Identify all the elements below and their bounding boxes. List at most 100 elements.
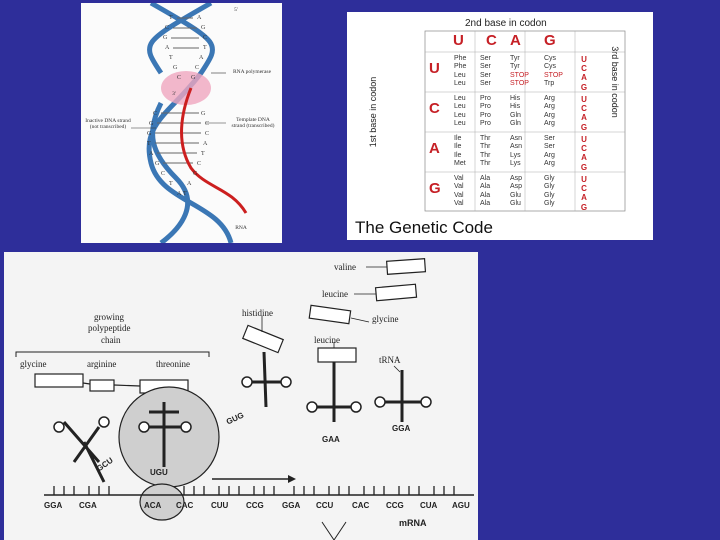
amino-acid: Ile [454, 135, 462, 142]
amino-acid: Cys [544, 55, 557, 62]
right-base: C [205, 131, 210, 137]
amino-acid: Asn [510, 143, 523, 151]
left-base: C [177, 75, 182, 81]
amino-acid: STOP [510, 71, 529, 79]
amino-acid: Ser [480, 55, 491, 62]
amino-acid: Val [454, 200, 464, 208]
amino-acid: STOP [544, 71, 563, 79]
mrna-codon: CUA [420, 501, 438, 510]
code-grid-lines [424, 30, 626, 212]
left-base: G [173, 65, 178, 71]
right-base: A [187, 181, 192, 187]
chain-label: chain [101, 335, 121, 345]
amino-acid: Arg [544, 120, 555, 128]
translation-figure: valine leucine histidine glycine leucine… [4, 252, 478, 540]
anticodon-gga: GGA [392, 424, 411, 433]
third-base: U [581, 135, 587, 144]
histidine-label: histidine [242, 308, 273, 318]
amino-acid: Ala [480, 183, 491, 191]
second-base-title: 2nd base in codon [465, 18, 547, 29]
right-base: C [195, 65, 200, 71]
right-base: G [191, 75, 196, 81]
third-base: G [580, 122, 588, 132]
right-base: A [199, 55, 204, 61]
mrna-codon: CCG [246, 501, 264, 510]
left-base: G [155, 161, 160, 167]
trna-label: tRNA [379, 355, 401, 365]
amino-acid: Pro [480, 111, 491, 119]
amino-acid: Gly [544, 200, 555, 208]
rna-label: RNA [235, 225, 247, 231]
right-base: T [203, 45, 207, 51]
third-base: C [581, 104, 587, 114]
mrna-codon: CUU [211, 501, 229, 510]
left-base: T [147, 141, 151, 147]
template-strand-label: Template DNA strand (transcribed) [231, 117, 275, 129]
amino-acid: Leu [454, 103, 466, 111]
mrna-codon: CCU [316, 501, 334, 510]
dna-transcription-figure: RNA polymerase Inactive DNA strand (not … [81, 3, 282, 243]
third-base: G [580, 82, 588, 92]
growing-label: growing [94, 312, 124, 322]
amino-acid: Ser [480, 80, 491, 88]
amino-acid: Glu [510, 200, 521, 208]
third-base: G [580, 162, 588, 172]
mrna-codon: GGA [44, 501, 63, 510]
left-base: G [163, 35, 168, 41]
amino-acid: Leu [454, 111, 466, 119]
amino-acid: Arg [544, 160, 555, 168]
third-base: A [581, 73, 587, 83]
genetic-code-title: The Genetic Code [355, 218, 493, 237]
polypeptide-label: polypeptide [88, 323, 131, 333]
amino-acid: Lys [510, 160, 521, 168]
leucine-top-label: leucine [322, 289, 348, 299]
third-base: U [581, 175, 587, 184]
third-base: C [581, 64, 587, 74]
mrna-codon: CAC [176, 501, 194, 510]
amino-acid: Ser [544, 143, 555, 151]
amino-acid: Tyr [510, 63, 520, 71]
amino-acid: Asp [510, 175, 523, 182]
amino-acid: Arg [544, 103, 555, 111]
left-base: A [165, 45, 170, 51]
amino-acid: Gly [544, 191, 555, 199]
second-base-c: C [486, 32, 497, 49]
amino-acid: Ser [480, 71, 491, 79]
threonine-label: threonine [156, 359, 190, 369]
inactive-strand-label: Inactive DNA strand (not transcribed) [85, 118, 131, 130]
first-base-g: G [429, 180, 441, 197]
amino-acid: Phe [454, 63, 467, 71]
amino-acid: Ser [480, 63, 491, 71]
amino-acid: Ala [480, 175, 491, 182]
third-base: G [580, 202, 588, 212]
rna-polymerase-label: RNA polymerase [232, 69, 272, 75]
amino-acid: Ile [454, 143, 462, 151]
third-base: A [581, 153, 587, 163]
mrna-codon: CGA [79, 501, 97, 510]
right-base: C [197, 161, 202, 167]
right-base: G [193, 171, 198, 177]
third-base: C [581, 144, 587, 154]
right-base: C [203, 35, 208, 41]
left-base: T [169, 55, 173, 61]
valine-label: valine [334, 262, 356, 272]
amino-acid: Glu [510, 191, 521, 199]
first-base-u: U [429, 60, 440, 77]
five-prime-label: 5' [234, 7, 238, 13]
amino-acid: Leu [454, 80, 466, 88]
third-base: A [581, 193, 587, 203]
mrna-codon: CAC [352, 501, 370, 510]
amino-acid: Phe [454, 55, 467, 62]
amino-acid: Cys [544, 63, 557, 71]
left-base: G [149, 121, 154, 127]
